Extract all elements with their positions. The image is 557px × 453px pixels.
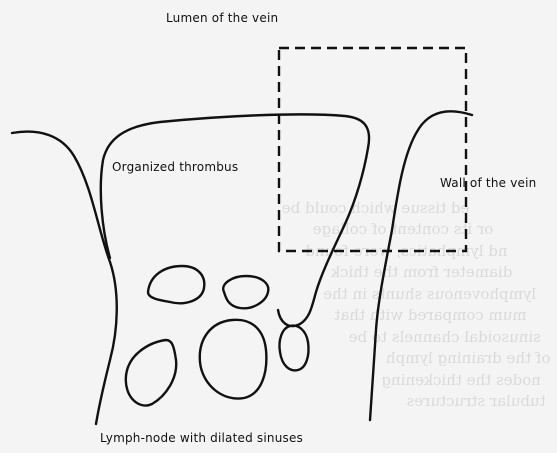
thrombus-outline: [101, 114, 369, 326]
sinus-3: [126, 340, 176, 406]
sinus-5: [279, 326, 308, 371]
sinus-1: [148, 266, 204, 303]
lymph-node-label: Lymph-node with dilated sinuses: [100, 431, 303, 445]
sinus-4: [200, 320, 267, 399]
dashed-region-box: [279, 48, 466, 251]
lumen-label: Lumen of the vein: [166, 11, 278, 25]
right-wall-outline: [370, 111, 472, 420]
sinus-2: [223, 276, 268, 308]
thrombus-label: Organized thrombus: [112, 160, 238, 174]
vein-wall-label: Wall of the vein: [440, 176, 536, 190]
